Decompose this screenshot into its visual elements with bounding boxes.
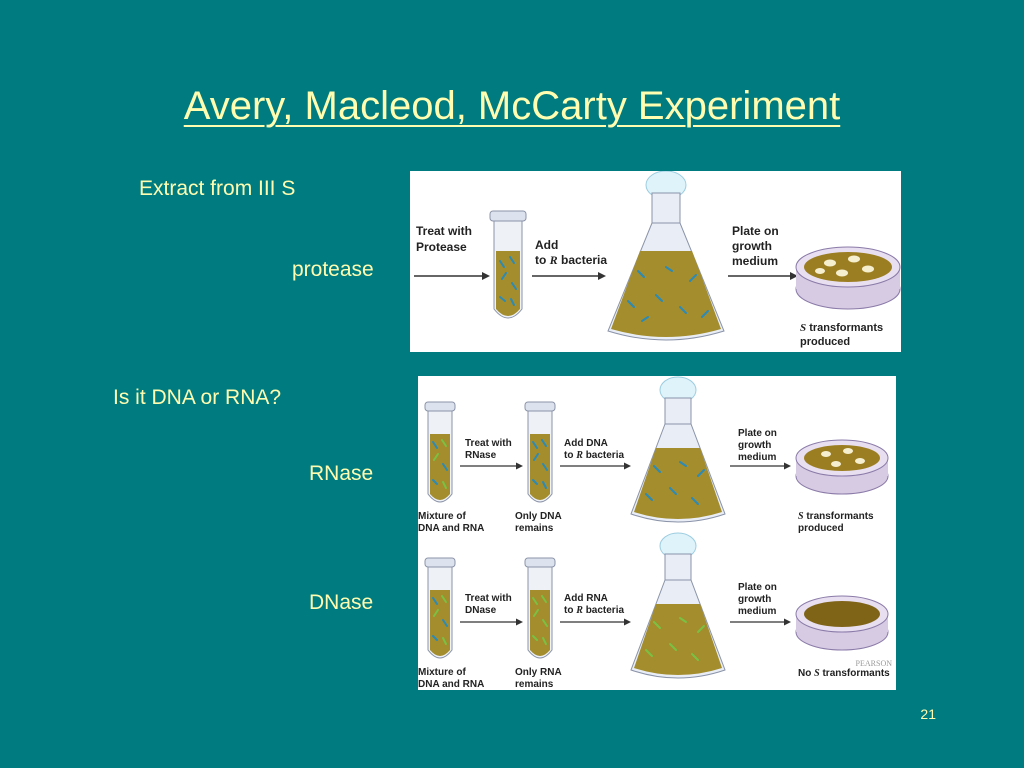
test-tube-icon xyxy=(424,557,456,659)
mixture-label: Mixture of xyxy=(418,667,466,678)
arrow-icon xyxy=(560,618,631,626)
flask-icon xyxy=(630,376,726,523)
label-protease: protease xyxy=(292,258,374,281)
arrow-icon xyxy=(414,272,490,280)
arrow-icon xyxy=(730,462,791,470)
petri-dish-icon xyxy=(795,595,889,651)
arrow-icon xyxy=(460,462,523,470)
arrow-icon xyxy=(560,462,631,470)
treat-label-1: Treat with xyxy=(416,224,472,238)
slide-number: 21 xyxy=(920,706,936,722)
test-tube-icon xyxy=(489,210,527,319)
arrow-icon xyxy=(728,272,798,280)
label-dnase: DNase xyxy=(309,591,374,614)
petri-dish-icon xyxy=(795,439,889,495)
label-extract: Extract from III S xyxy=(139,177,296,200)
test-tube-icon xyxy=(524,401,556,503)
test-tube-icon xyxy=(424,401,456,503)
mixture-label: Mixture of xyxy=(418,511,466,522)
plate-label: Plate on xyxy=(738,428,777,439)
publisher-logo: PEARSON xyxy=(856,659,893,668)
label-question: Is it DNA or RNA? xyxy=(113,386,282,409)
flask-icon xyxy=(607,171,725,341)
arrow-icon xyxy=(532,272,606,280)
arrow-icon xyxy=(730,618,791,626)
add-label: Add xyxy=(535,238,558,252)
add-label: Add DNA xyxy=(564,438,608,449)
flask-icon xyxy=(630,532,726,679)
treat-label: Treat with xyxy=(465,593,512,604)
plate-label: Plate on xyxy=(738,582,777,593)
remains-label: Only RNA xyxy=(515,667,562,678)
result-label: No S transformants xyxy=(798,668,890,679)
label-rnase: RNase xyxy=(309,462,374,485)
plate-label-1: Plate on xyxy=(732,224,779,238)
treat-label: Treat with xyxy=(465,438,512,449)
arrow-icon xyxy=(460,618,523,626)
petri-dish-icon xyxy=(795,246,901,310)
add-label: Add RNA xyxy=(564,593,608,604)
test-tube-icon xyxy=(524,557,556,659)
treat-label-2: Protease xyxy=(416,240,467,254)
slide-title: Avery, Macleod, McCarty Experiment xyxy=(183,84,841,128)
remains-label: Only DNA xyxy=(515,511,562,522)
